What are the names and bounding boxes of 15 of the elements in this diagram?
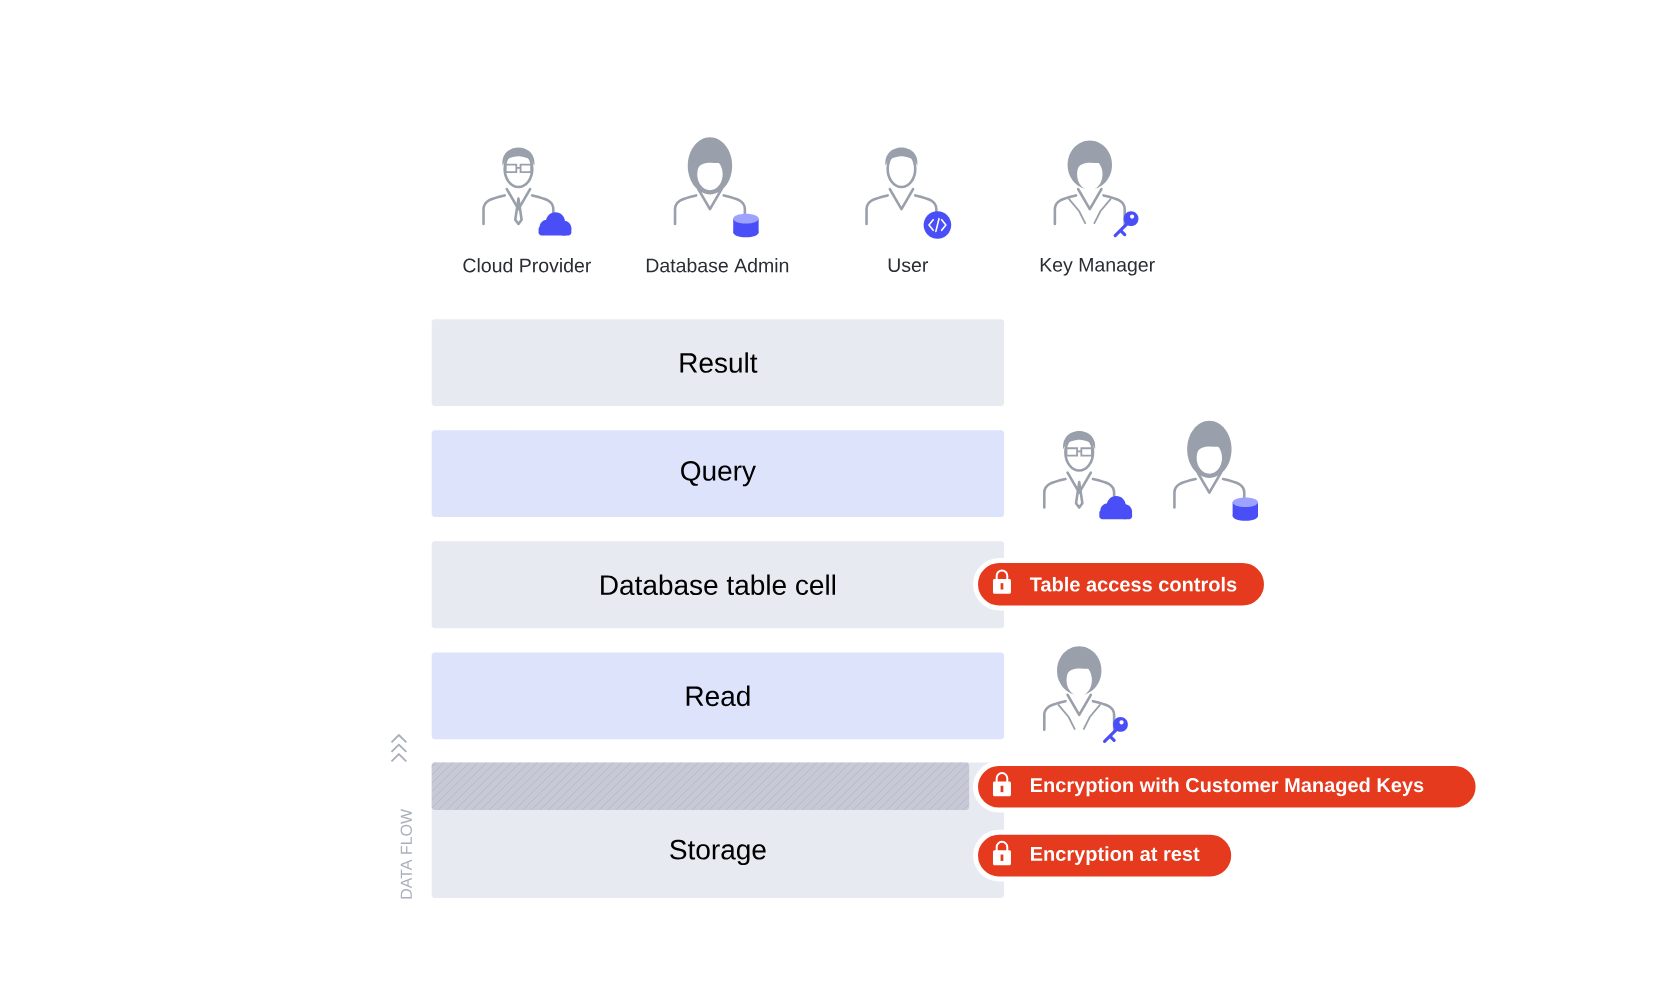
person-drawing (1043, 431, 1133, 520)
layer-band: Query (431, 430, 1005, 518)
layer-band: Database table cell (431, 541, 1005, 629)
security-pill: Table access controls (973, 557, 1269, 611)
layer-band: Result (431, 319, 1005, 406)
layer-band: Read (431, 652, 1005, 740)
person-caption: Cloud Provider (463, 258, 591, 273)
flow-label: DATA FLOW (400, 808, 412, 899)
person-drawing (1043, 646, 1128, 743)
person-caption: User (888, 258, 929, 273)
person-caption: Key Manager (1040, 258, 1155, 276)
security-pill: Encryption with Customer Managed Keys (973, 761, 1481, 813)
hatched-bar (431, 762, 970, 811)
person-drawing (1173, 420, 1258, 521)
person-caption: Database Admin (646, 258, 789, 273)
